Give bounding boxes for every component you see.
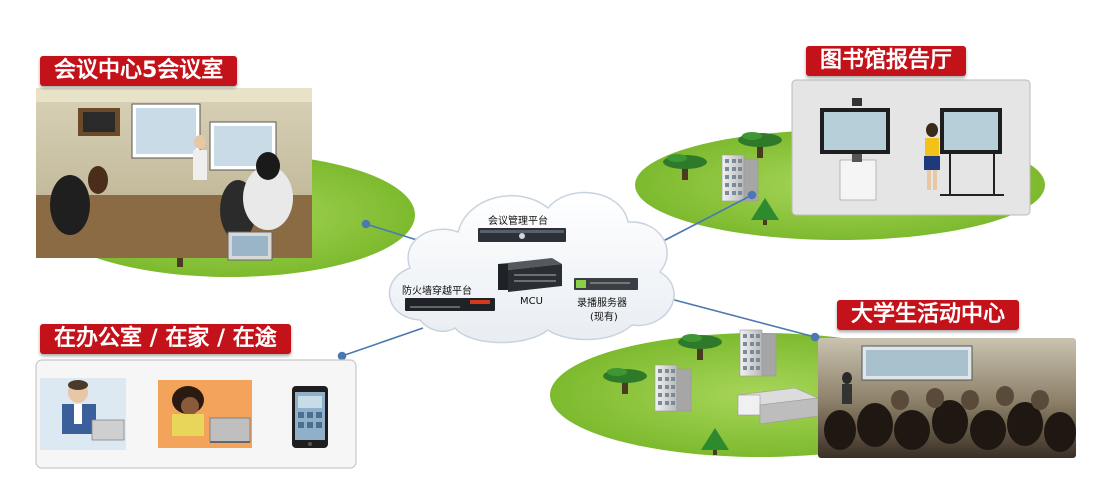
office-worker-photo xyxy=(40,378,126,450)
building-icon xyxy=(739,329,777,377)
link-endpoint xyxy=(747,190,757,200)
home-user-photo xyxy=(158,380,252,448)
label-office: 在办公室 / 在家 / 在途 xyxy=(40,324,291,354)
building-icon xyxy=(654,364,692,412)
recording-server-label: 录播服务器 xyxy=(577,298,627,309)
label-library: 图书馆报告厅 xyxy=(806,46,967,76)
link-office xyxy=(341,327,424,357)
mcu-device-icon xyxy=(498,258,562,292)
recording-server-note: (现有) xyxy=(590,312,618,323)
link-student-center xyxy=(647,292,816,338)
student-center-photo xyxy=(818,338,1076,458)
label-meeting-center: 会议中心5会议室 xyxy=(40,56,238,86)
firewall-platform-label: 防火墙穿越平台 xyxy=(402,286,472,297)
meeting-room-photo xyxy=(36,88,312,261)
mcu-label: MCU xyxy=(520,296,543,307)
firewall-device-icon xyxy=(405,298,495,311)
low-building-icon xyxy=(736,387,820,425)
link-endpoint xyxy=(337,351,347,361)
mgmt-platform-server-icon xyxy=(478,228,566,242)
link-endpoint xyxy=(810,332,820,342)
remote-users-panel xyxy=(35,359,357,469)
recording-server-icon xyxy=(574,278,638,290)
link-endpoint xyxy=(361,219,371,229)
mgmt-platform-label: 会议管理平台 xyxy=(488,216,548,227)
label-student-center: 大学生活动中心 xyxy=(837,300,1020,330)
library-photo xyxy=(791,79,1031,216)
tablet-icon xyxy=(292,386,328,448)
